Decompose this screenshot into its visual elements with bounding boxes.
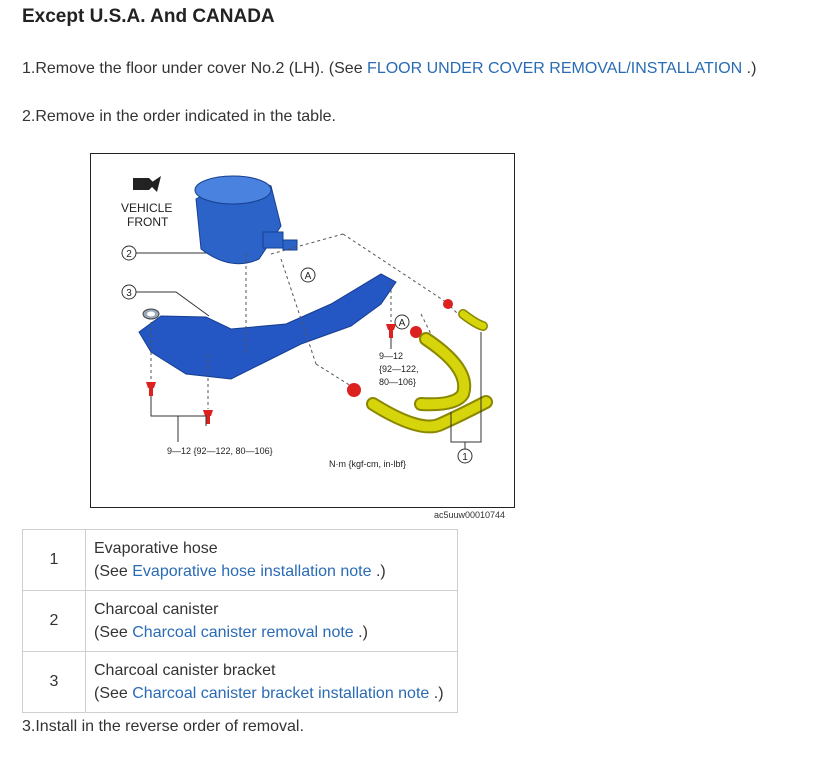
step-1: 1.Remove the floor under cover No.2 (LH)…: [22, 60, 756, 78]
bolt-icon: [203, 410, 213, 424]
callout-3-leader: [136, 291, 210, 317]
see-prefix: (See: [94, 563, 133, 580]
callout-1-circle: [457, 448, 473, 464]
step-3: 3.Install in the reverse order of remova…: [22, 718, 304, 735]
removal-diagram: VEHICLE FRONT 2 3: [90, 153, 515, 508]
callout-2-label: 2: [126, 249, 132, 260]
see-suffix: .): [371, 563, 386, 580]
bolt-icon: [386, 324, 396, 338]
figure-id: ac5uuw00010744: [434, 510, 506, 520]
callout-1-leader: [450, 332, 482, 449]
callout-3-label: 3: [126, 288, 132, 299]
torque-left-label: 9—12 {92—122, 80—106}: [167, 446, 273, 456]
bolts: [146, 324, 396, 424]
see-suffix: .): [353, 624, 368, 641]
callout-a-lower-circle: [394, 314, 410, 330]
diagram-svg: VEHICLE FRONT 2 3: [121, 175, 493, 469]
step-1-suffix: .): [742, 60, 757, 77]
clamp-icon: [347, 383, 361, 397]
alignment-guides: [150, 233, 467, 409]
callout-1-label: 1: [462, 452, 468, 463]
section-heading: Except U.S.A. And CANADA: [22, 6, 275, 27]
table-row: 3 Charcoal canister bracket (See Charcoa…: [22, 651, 458, 713]
see-prefix: (See: [94, 685, 133, 702]
part-name: Charcoal canister: [94, 601, 219, 618]
torque-left-leader: [150, 396, 207, 442]
callout-a-upper-circle: [300, 267, 316, 283]
table-row: 1 Evaporative hose (See Evaporative hose…: [22, 529, 458, 591]
row-number: 1: [22, 529, 86, 591]
row-description: Charcoal canister (See Charcoal canister…: [85, 590, 458, 652]
callout-a-lower-label: A: [399, 318, 406, 329]
clamp-icon: [410, 326, 422, 338]
floor-under-cover-link[interactable]: FLOOR UNDER COVER REMOVAL/INSTALLATION: [367, 60, 743, 77]
charcoal-canister-bracket: [138, 273, 397, 380]
part-name: Charcoal canister bracket: [94, 662, 276, 679]
clamp-icon: [443, 299, 453, 309]
evaporative-hose: [366, 309, 493, 434]
row-description: Charcoal canister bracket (See Charcoal …: [85, 651, 458, 713]
torque-right-label-2: {92—122,: [379, 364, 419, 374]
row-description: Evaporative hose (See Evaporative hose i…: [85, 529, 458, 591]
part-reference: (See Charcoal canister removal note .): [94, 621, 456, 644]
bolt-icon: [146, 382, 156, 396]
callout-a-upper-label: A: [305, 271, 312, 282]
charcoal-canister-bracket-note-link[interactable]: Charcoal canister bracket installation n…: [132, 685, 430, 702]
vehicle-front-label-1: VEHICLE: [121, 201, 172, 215]
vehicle-front-label-2: FRONT: [127, 215, 169, 229]
part-reference: (See Evaporative hose installation note …: [94, 560, 456, 583]
step-1-text: 1.Remove the floor under cover No.2 (LH)…: [22, 60, 368, 77]
charcoal-canister-note-link[interactable]: Charcoal canister removal note: [132, 624, 354, 641]
hose-clamps: [347, 299, 453, 397]
parts-table: 1 Evaporative hose (See Evaporative hose…: [22, 529, 458, 713]
torque-right-label-3: 80—106}: [379, 377, 416, 387]
see-prefix: (See: [94, 624, 133, 641]
step-2: 2.Remove in the order indicated in the t…: [22, 108, 336, 125]
vehicle-front-arrow-icon: [133, 176, 161, 192]
row-number: 3: [22, 651, 86, 713]
charcoal-canister: [194, 175, 298, 265]
torque-right-label-1: 9—12: [379, 351, 403, 361]
see-suffix: .): [429, 685, 444, 702]
part-name: Evaporative hose: [94, 540, 218, 557]
part-reference: (See Charcoal canister bracket installat…: [94, 682, 456, 705]
row-number: 2: [22, 590, 86, 652]
table-row: 2 Charcoal canister (See Charcoal canist…: [22, 590, 458, 652]
evaporative-hose-note-link[interactable]: Evaporative hose installation note: [132, 563, 372, 580]
units-label: N·m {kgf-cm, in-lbf}: [329, 459, 406, 469]
